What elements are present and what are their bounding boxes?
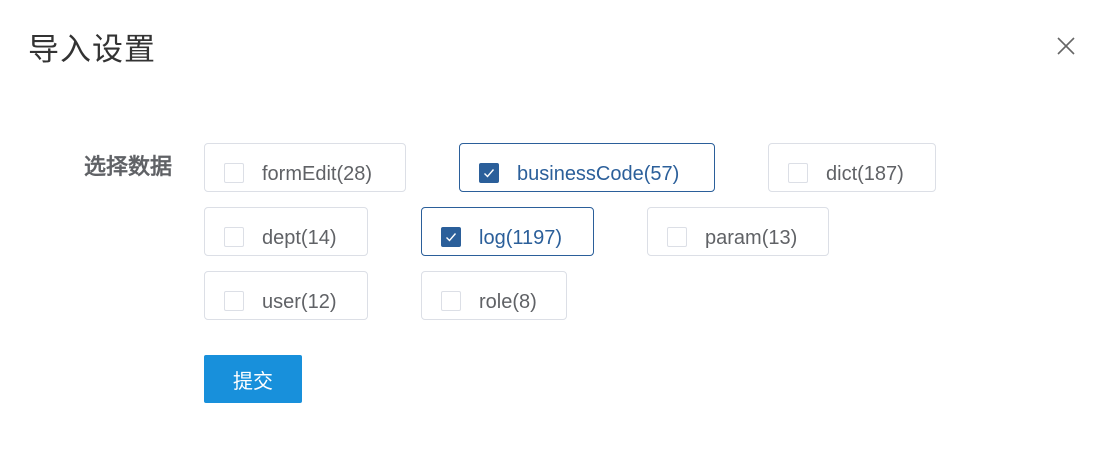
checkbox-box[interactable] [224,163,244,183]
check-icon [484,169,495,178]
checkbox-param[interactable]: param(13) [647,207,829,256]
checkbox-label: log(1197) [479,227,563,249]
checkbox-label: formEdit(28) [262,163,373,185]
submit-button[interactable]: 提交 [204,355,302,403]
checkbox-label: businessCode(57) [517,163,680,185]
field-label-select-data: 选择数据 [84,154,173,179]
close-icon [1057,37,1075,55]
checkbox-dept[interactable]: dept(14) [204,207,368,256]
checkbox-user[interactable]: user(12) [204,271,368,320]
checkbox-label: role(8) [479,291,537,313]
checkbox-role[interactable]: role(8) [421,271,567,320]
checkbox-box[interactable] [224,227,244,247]
checkbox-box[interactable] [788,163,808,183]
checkbox-box[interactable] [224,291,244,311]
checkbox-businesscode[interactable]: businessCode(57) [459,143,715,192]
close-button[interactable] [1052,32,1080,60]
dialog-title: 导入设置 [28,32,156,67]
check-icon [446,233,457,242]
checkbox-label: param(13) [705,227,798,249]
checkbox-box[interactable] [441,227,461,247]
checkbox-box[interactable] [441,291,461,311]
checkbox-box[interactable] [479,163,499,183]
checkbox-formedit[interactable]: formEdit(28) [204,143,406,192]
checkbox-label: user(12) [262,291,337,313]
checkbox-log[interactable]: log(1197) [421,207,594,256]
checkbox-label: dict(187) [826,163,904,185]
checkbox-dict[interactable]: dict(187) [768,143,936,192]
checkbox-label: dept(14) [262,227,337,249]
checkbox-box[interactable] [667,227,687,247]
